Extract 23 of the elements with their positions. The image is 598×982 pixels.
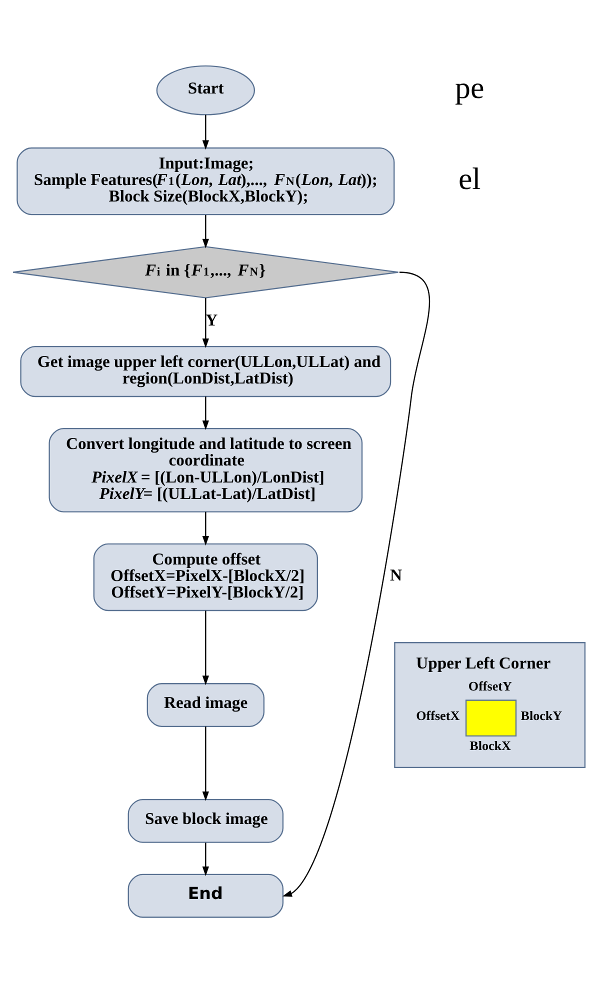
arrow [202,114,209,150]
arrow [202,726,209,802]
node-box: Upper Left Corner OffsetY OffsetX BlockY BlockX [394,642,586,768]
node-box: Get image upper left corner(ULLon,ULLat) and region(LonDist,LatDist) [20,346,392,398]
node-box: Input:Image; Sample Features(F1(Lon, Lat),..., FN(Lon, Lat)); Block Size(BlockX,BlockY); [16,147,395,216]
arrow [202,842,209,876]
label: el [458,160,481,196]
arrow [282,272,430,897]
node-box: Save block image [128,798,284,843]
arrow [202,298,209,348]
edge-label: Y [206,310,218,330]
label: pe [455,70,484,105]
node-box: End [128,874,284,918]
arrow [202,214,209,248]
arrow [202,396,209,430]
edge-label: N [390,565,402,584]
arrow [202,610,209,686]
arrow [202,512,209,546]
node-box: Compute offset OffsetX=PixelX-[BlockX/2] OffsetY=PixelY-[BlockY/2] [93,543,318,612]
node-diamond: Fi in {F1,..., FN} [12,246,399,298]
node-ellipse: Start [156,65,256,116]
node-box: Read image [146,683,265,727]
node-box: Convert longitude and latitude to screen coordinate PixelX = [(Lon-ULLon)/LonDist] PixelY= [(ULLat-Lat)/LatDist] [48,428,363,512]
